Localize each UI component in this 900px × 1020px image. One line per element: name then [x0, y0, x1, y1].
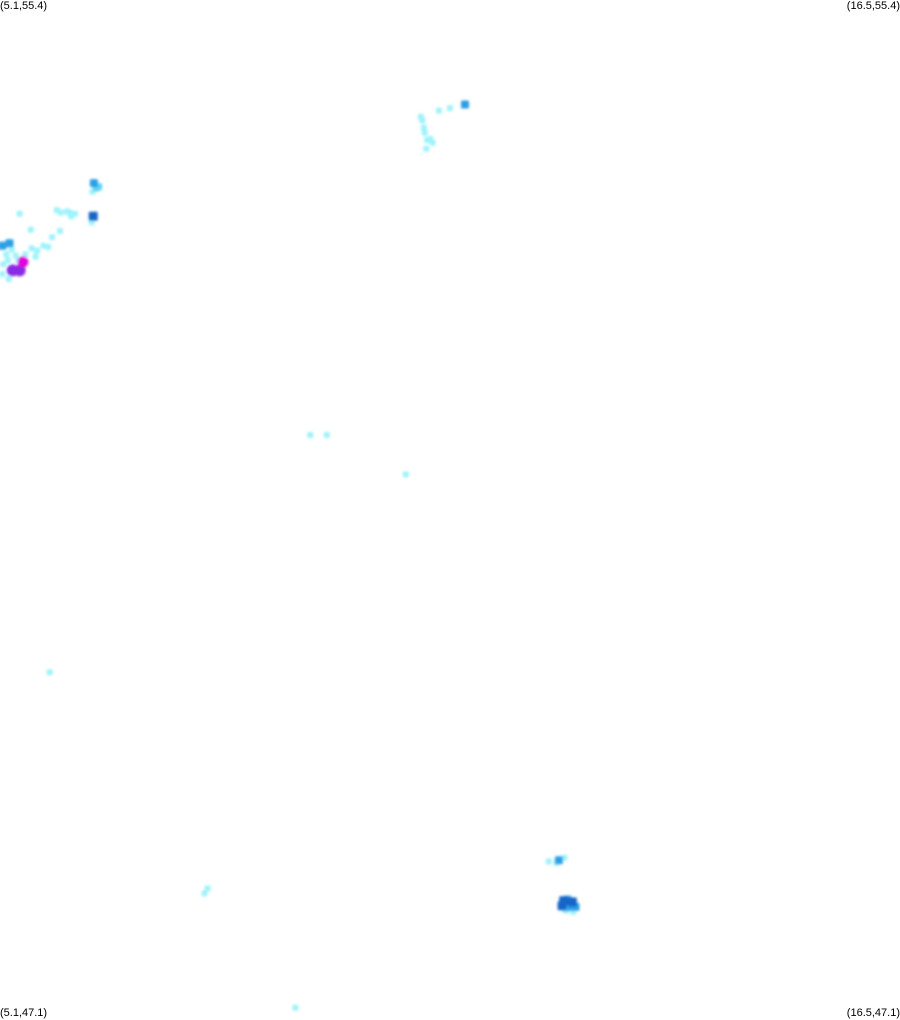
precip-cell-light	[201, 890, 208, 897]
precip-cell-light	[57, 228, 63, 234]
precip-cell-light	[27, 226, 34, 233]
precip-cell-light	[64, 208, 71, 215]
precip-cell-light	[3, 251, 10, 258]
precip-cell-light	[28, 245, 35, 252]
precip-cell-light	[32, 253, 39, 260]
precip-cell-light	[435, 107, 442, 114]
precip-cell-light	[420, 124, 427, 131]
precip-cell-light	[34, 247, 41, 254]
precip-cell-light	[402, 471, 409, 478]
precip-cell-light	[88, 219, 95, 226]
precip-cell-light	[16, 210, 23, 217]
precip-cell-light	[0, 261, 7, 268]
precip-cell-light	[545, 858, 552, 865]
precip-cell-very_heavy	[13, 264, 26, 277]
precip-cell-extreme	[17, 256, 29, 268]
precip-cell-light	[68, 213, 75, 220]
precip-cell-light	[8, 246, 15, 253]
precip-cell-light	[53, 207, 60, 214]
precip-cell-light	[40, 242, 47, 249]
precip-cell-light	[49, 234, 56, 241]
precip-cell-strong	[461, 100, 469, 109]
precipitation-cells	[0, 100, 580, 1011]
precip-cell-strong	[5, 239, 14, 248]
precip-cell-strong	[554, 856, 563, 865]
precip-cell-strong	[89, 179, 98, 188]
precip-cell-light	[22, 251, 29, 258]
precip-cell-light	[12, 252, 19, 259]
corner-label-bottom-left: (5.1,47.1)	[0, 1007, 48, 1019]
precip-cell-light	[204, 885, 211, 892]
precip-cell-light	[561, 854, 568, 861]
corner-label-top-right: (16.5,55.4)	[846, 0, 900, 12]
precip-cell-light	[292, 1004, 299, 1011]
precip-cell-heavy	[88, 211, 98, 221]
precip-cell-light	[429, 139, 436, 146]
corner-label-top-left: (5.1,55.4)	[0, 0, 48, 12]
corner-label-bottom-right: (16.5,47.1)	[846, 1007, 900, 1019]
precip-cell-light	[421, 129, 428, 136]
precip-cell-light	[0, 271, 6, 277]
precip-cell-light	[447, 105, 453, 112]
precip-cell-strong	[0, 241, 7, 250]
precip-cell-light	[5, 276, 12, 282]
precip-cell-light	[307, 432, 314, 438]
precip-cell-light	[323, 432, 330, 438]
precip-cell-light	[46, 669, 53, 676]
precip-cell-light	[417, 113, 424, 120]
precip-cell-heavy	[557, 901, 567, 911]
precip-cell-light	[4, 257, 11, 264]
precip-cell-light	[423, 145, 430, 152]
precip-cell-heavy	[567, 897, 577, 907]
precip-cell-light	[45, 244, 52, 250]
